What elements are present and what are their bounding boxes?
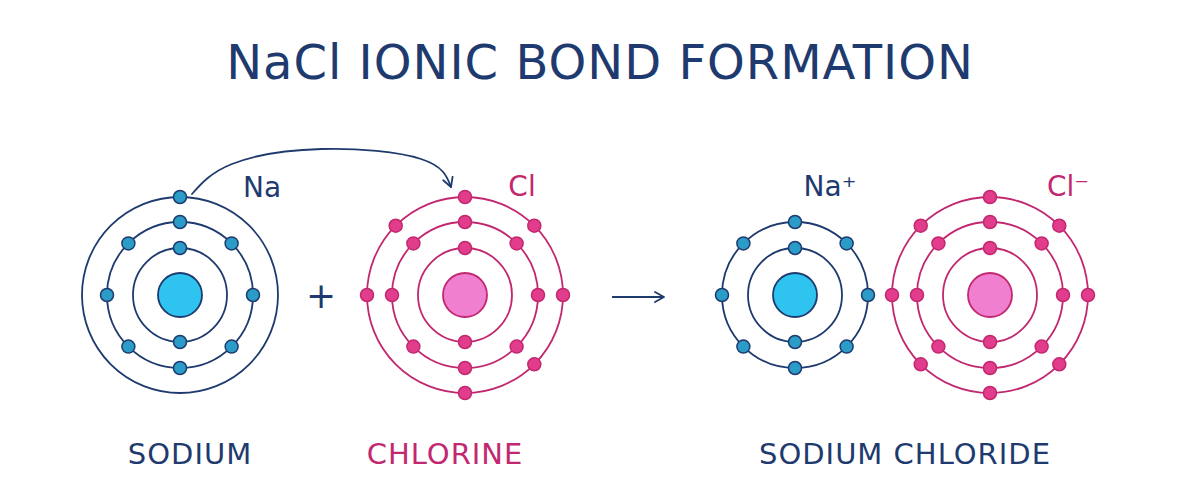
electron [984, 387, 997, 400]
electron [528, 219, 541, 232]
electron [174, 362, 187, 375]
atom-diagram: NaSODIUM [82, 197, 278, 393]
electron-shell [748, 248, 842, 342]
electron [101, 289, 114, 302]
atom-diagram: Cl⁻ [892, 197, 1088, 393]
electron [914, 358, 927, 371]
electron [459, 362, 472, 375]
nucleus [968, 273, 1012, 317]
element-symbol: Cl [508, 172, 535, 203]
electron-shell [107, 222, 253, 368]
electron [459, 336, 472, 349]
electron [386, 289, 399, 302]
electron [174, 242, 187, 255]
electron [247, 289, 260, 302]
element-symbol: Na⁺ [804, 172, 857, 203]
diagram-title: NaCl IONIC BOND FORMATION [226, 36, 974, 89]
electron [407, 237, 420, 250]
electron [174, 216, 187, 229]
electron [1057, 289, 1070, 302]
electron [886, 289, 899, 302]
electron [911, 289, 924, 302]
atom-shells [892, 197, 1088, 393]
element-name: SODIUM [128, 439, 252, 471]
electron [984, 362, 997, 375]
electron [407, 340, 420, 353]
electron [510, 340, 523, 353]
electron-shell [133, 248, 227, 342]
electron [557, 289, 570, 302]
electron [737, 340, 750, 353]
atom-diagram: ClCHLORINE [367, 197, 563, 393]
electron [361, 289, 374, 302]
electron [789, 242, 802, 255]
compound-name: SODIUM CHLORIDE [759, 439, 1051, 471]
electron [840, 340, 853, 353]
electron-shell [722, 222, 868, 368]
nucleus [158, 273, 202, 317]
electron [789, 336, 802, 349]
electron [1053, 219, 1066, 232]
electron [716, 289, 729, 302]
atom-shells [722, 222, 868, 368]
electron [174, 336, 187, 349]
electron [984, 191, 997, 204]
electron [984, 336, 997, 349]
electron [862, 289, 875, 302]
nucleus [443, 273, 487, 317]
atom-diagram: Na⁺ [722, 222, 868, 368]
electron-shell [392, 222, 538, 368]
electron [459, 191, 472, 204]
element-symbol: Na [243, 173, 281, 204]
electron [122, 340, 135, 353]
electron-shell [917, 222, 1063, 368]
electron [225, 340, 238, 353]
electron-shell [892, 197, 1088, 393]
electron [122, 237, 135, 250]
electron [984, 216, 997, 229]
electron [532, 289, 545, 302]
electron-transfer-arrow [192, 149, 451, 194]
electron [174, 191, 187, 204]
electron [389, 219, 402, 232]
electron [225, 237, 238, 250]
electron [840, 237, 853, 250]
electron [1082, 289, 1095, 302]
electron [737, 237, 750, 250]
atom-shells [82, 197, 278, 393]
electron [789, 362, 802, 375]
electron [459, 387, 472, 400]
reaction-arrow [612, 296, 664, 298]
electron-shell [418, 248, 512, 342]
element-symbol: Cl⁻ [1047, 172, 1089, 203]
electron [510, 237, 523, 250]
nucleus [773, 273, 817, 317]
electron [932, 340, 945, 353]
electron [1053, 358, 1066, 371]
electron [459, 242, 472, 255]
electron [1035, 340, 1048, 353]
electron [932, 237, 945, 250]
electron [1035, 237, 1048, 250]
electron [459, 216, 472, 229]
electron [984, 242, 997, 255]
atom-shells [367, 197, 563, 393]
electron-shell [82, 197, 278, 393]
element-name: CHLORINE [367, 439, 524, 471]
electron-shell [367, 197, 563, 393]
electron [789, 216, 802, 229]
electron [914, 219, 927, 232]
plus-sign: + [306, 276, 336, 316]
electron [528, 358, 541, 371]
electron-shell [943, 248, 1037, 342]
